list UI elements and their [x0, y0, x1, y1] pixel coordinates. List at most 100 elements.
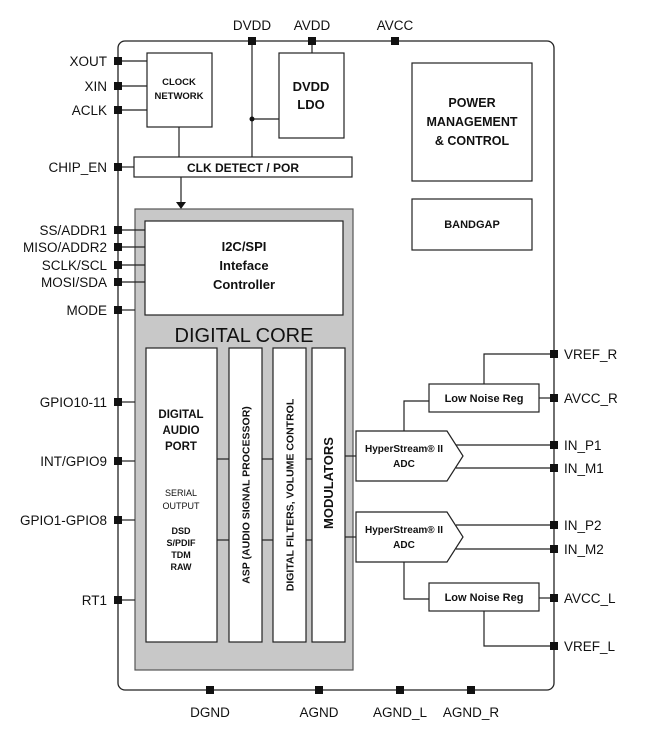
- dap-format-tdm: TDM: [171, 550, 191, 560]
- pin-label-dvdd: DVDD: [233, 18, 272, 33]
- dvdd-ldo-block: [278, 52, 345, 139]
- pin-marker-gpio1-gpio8: [114, 516, 122, 524]
- pin-label-int-gpio9: INT/GPIO9: [40, 454, 107, 469]
- power-management-label-3: & CONTROL: [435, 134, 510, 148]
- pin-label-in-p2: IN_P2: [564, 518, 602, 533]
- low-noise-reg-top-label: Low Noise Reg: [445, 393, 524, 405]
- pin-marker-dgnd: [206, 686, 214, 694]
- pin-marker-avcc-r: [550, 394, 558, 402]
- dap-format-spdif: S/PDIF: [166, 538, 196, 548]
- dap-label-3: PORT: [165, 441, 197, 453]
- pin-label-chip-en: CHIP_EN: [48, 160, 107, 175]
- adc-1-block: [355, 430, 464, 482]
- pin-marker-mode: [114, 306, 122, 314]
- pin-marker-avcc: [391, 37, 399, 45]
- pin-label-avcc-l: AVCC_L: [564, 591, 616, 606]
- wire-lnr-top-to-vref-r: [483, 353, 554, 384]
- pin-marker-vref-l: [550, 642, 558, 650]
- adc-1-label-2: ADC: [393, 459, 415, 470]
- clock-network-label-2: NETWORK: [154, 91, 203, 102]
- pin-label-rt1: RT1: [82, 593, 107, 608]
- asp-label: ASP (AUDIO SIGNAL PROCESSOR): [241, 406, 253, 584]
- pin-marker-in-p2: [550, 521, 558, 529]
- pin-label-agnd: AGND: [299, 705, 338, 720]
- junction-dot: [249, 116, 255, 122]
- pin-marker-in-m2: [550, 545, 558, 553]
- wire-lnr-top-to-adc1: [403, 400, 429, 431]
- pin-label-miso-addr2: MISO/ADDR2: [23, 240, 107, 255]
- pin-label-xout: XOUT: [69, 54, 107, 69]
- power-management-block: [411, 62, 533, 182]
- pin-marker-gpio10-11: [114, 398, 122, 406]
- pin-label-mode: MODE: [67, 303, 108, 318]
- pin-marker-vref-r: [550, 350, 558, 358]
- i2c-spi-label-3: Controller: [213, 277, 275, 292]
- pin-marker-aclk: [114, 106, 122, 114]
- digital-audio-port-block: [145, 347, 218, 643]
- pin-label-in-m1: IN_M1: [564, 461, 604, 476]
- pin-marker-agnd-l: [396, 686, 404, 694]
- pin-marker-sclk-scl: [114, 261, 122, 269]
- low-noise-reg-bottom-block: [428, 582, 540, 612]
- pin-label-vref-r: VREF_R: [564, 347, 618, 362]
- pin-label-ss-addr1: SS/ADDR1: [39, 223, 107, 238]
- dap-label-1: DIGITAL: [158, 409, 203, 421]
- pin-marker-in-m1: [550, 464, 558, 472]
- adc-1-label-1: HyperStream® II: [365, 444, 443, 455]
- pin-marker-agnd-r: [467, 686, 475, 694]
- arrowhead-detect-to-core: [176, 202, 186, 209]
- pin-marker-chip-en: [114, 163, 122, 171]
- pin-marker-avdd: [308, 37, 316, 45]
- pin-marker-agnd: [315, 686, 323, 694]
- power-management-label-2: MANAGEMENT: [427, 115, 518, 129]
- pin-label-xin: XIN: [84, 79, 107, 94]
- pin-label-avcc-r: AVCC_R: [564, 391, 618, 406]
- modulators-block: [311, 347, 346, 643]
- asp-block: [228, 347, 263, 643]
- dap-serial-1: SERIAL: [165, 488, 197, 498]
- pin-label-in-p1: IN_P1: [564, 438, 602, 453]
- power-management-label-1: POWER: [448, 96, 495, 110]
- clock-network-label-1: CLOCK: [162, 77, 196, 88]
- dvdd-ldo-label-2: LDO: [297, 97, 324, 112]
- pin-marker-xin: [114, 82, 122, 90]
- bandgap-block: [411, 198, 533, 251]
- pin-label-agnd-l: AGND_L: [373, 705, 428, 720]
- pin-label-vref-l: VREF_L: [564, 639, 616, 654]
- digital-filters-label: DIGITAL FILTERS, VOLUME CONTROL: [285, 398, 297, 591]
- i2c-spi-label-2: Inteface: [219, 258, 268, 273]
- clk-detect-por-label: CLK DETECT / POR: [187, 161, 299, 175]
- pin-label-avdd: AVDD: [294, 18, 331, 33]
- pin-label-mosi-sda: MOSI/SDA: [41, 275, 107, 290]
- dap-format-raw: RAW: [171, 562, 193, 572]
- pin-label-sclk-scl: SCLK/SCL: [42, 258, 108, 273]
- digital-core-title: DIGITAL CORE: [175, 325, 314, 347]
- dap-format-dsd: DSD: [171, 526, 191, 536]
- adc-2-label-2: ADC: [393, 540, 415, 551]
- adc-2-block: [355, 511, 464, 563]
- pin-marker-ss-addr1: [114, 226, 122, 234]
- pin-label-agnd-r: AGND_R: [443, 705, 500, 720]
- dvdd-ldo-label-1: DVDD: [293, 79, 330, 94]
- pin-label-aclk: ACLK: [72, 103, 107, 118]
- pin-marker-in-p1: [550, 441, 558, 449]
- dap-label-2: AUDIO: [162, 425, 199, 437]
- pin-marker-xout: [114, 57, 122, 65]
- pin-marker-miso-addr2: [114, 243, 122, 251]
- adc-2-label-1: HyperStream® II: [365, 525, 443, 536]
- pin-marker-int-gpio9: [114, 457, 122, 465]
- pin-label-gpio10-11: GPIO10-11: [40, 395, 107, 410]
- pin-marker-mosi-sda: [114, 278, 122, 286]
- bandgap-label: BANDGAP: [444, 219, 500, 231]
- pin-marker-rt1: [114, 596, 122, 604]
- pin-label-dgnd: DGND: [190, 705, 230, 720]
- dap-serial-2: OUTPUT: [163, 501, 201, 511]
- pin-marker-avcc-l: [550, 594, 558, 602]
- i2c-spi-controller-block: [144, 220, 344, 316]
- modulators-label: MODULATORS: [321, 437, 336, 529]
- low-noise-reg-bottom-label: Low Noise Reg: [445, 592, 524, 604]
- pin-label-gpio1-gpio8: GPIO1-GPIO8: [20, 513, 107, 528]
- clock-network-block: [146, 52, 213, 128]
- wire-lnr-bottom-to-vref-l: [483, 611, 554, 647]
